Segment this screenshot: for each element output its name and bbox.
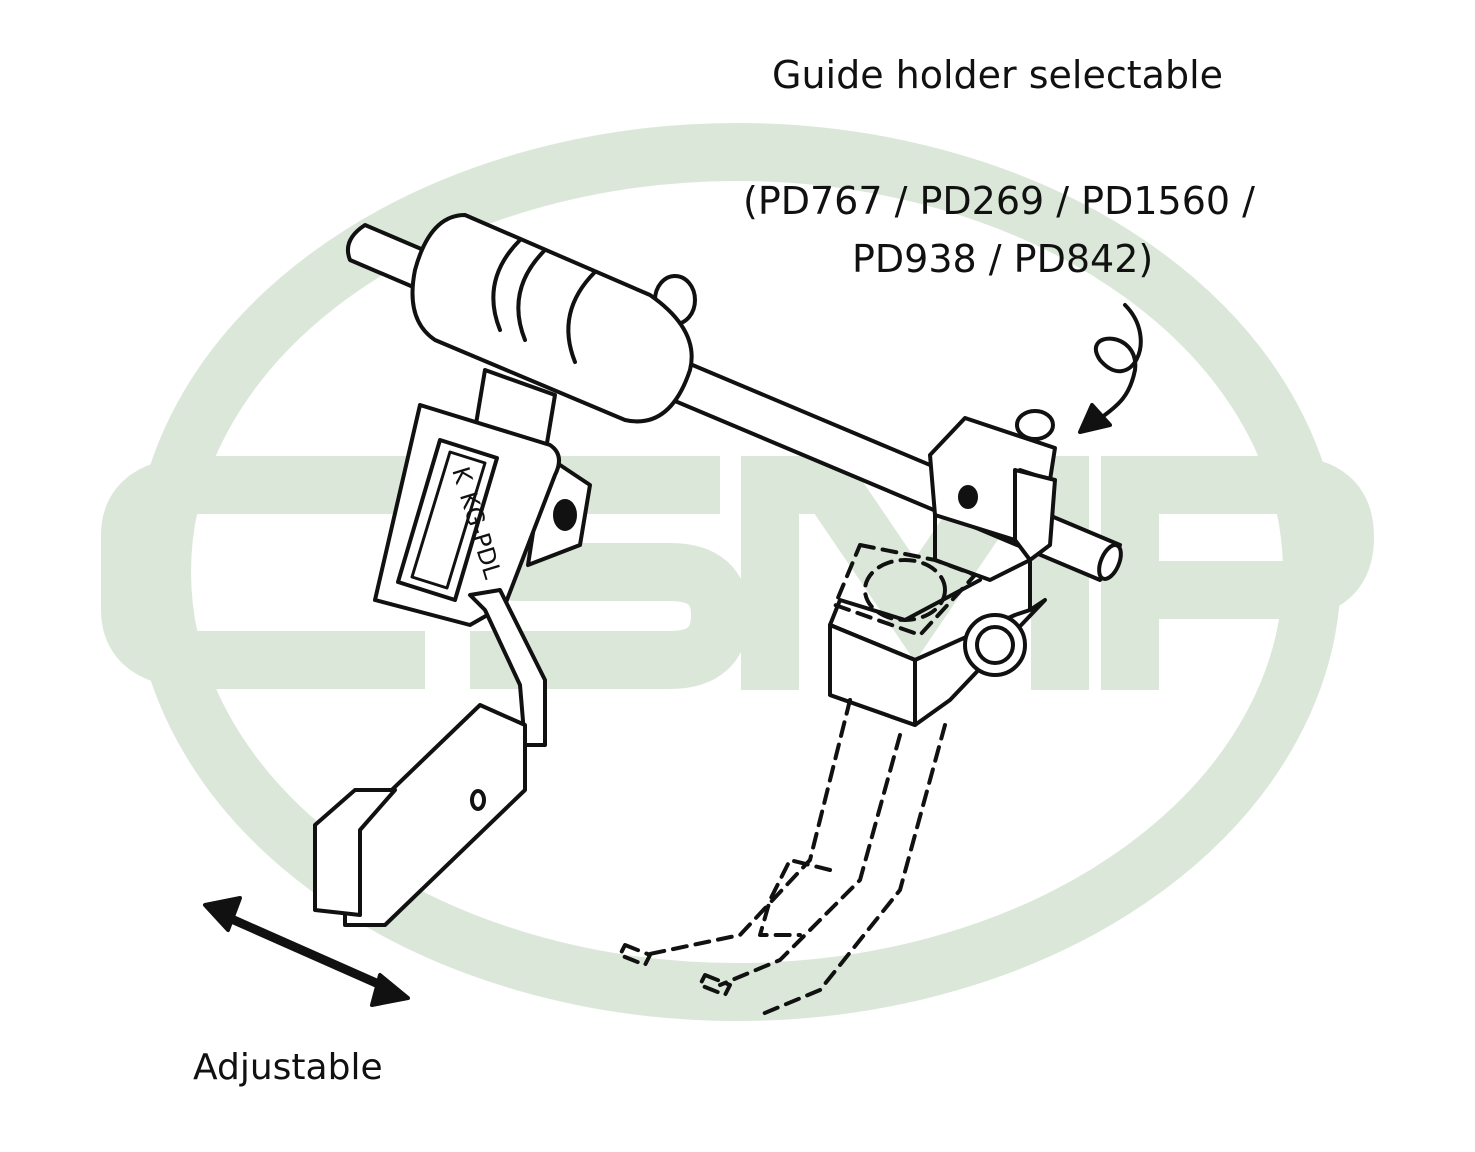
collar-groove-2 [516, 248, 547, 342]
dashed-inner [758, 858, 832, 937]
label-plate-inner [410, 450, 487, 590]
clamp-screw [958, 485, 978, 509]
shaft-end [1097, 543, 1123, 581]
dashed-guide-plate [833, 543, 977, 637]
watermark-letter-p [1101, 456, 1375, 690]
curved-arrow-head [1078, 403, 1112, 434]
guide-foot-front [313, 788, 397, 917]
dashed-guide-ring [863, 558, 947, 622]
dashed-leg-3 [758, 723, 947, 1017]
double-arrow-head-left [203, 896, 242, 932]
collar-groove-3 [566, 270, 597, 364]
hex-nut-inner [975, 625, 1015, 665]
codes-line-2: PD938 / PD842) [852, 237, 1154, 281]
clamp-knob [1015, 409, 1055, 441]
adjustable-label: Adjustable [193, 1047, 383, 1088]
double-arrow-line [213, 908, 397, 995]
collar-groove-1 [491, 238, 522, 332]
ear-hole [553, 499, 577, 531]
right-clamp-side [1013, 468, 1057, 562]
watermark-logo [101, 123, 1375, 1021]
dashed-leg-1 [643, 698, 852, 957]
codes-line-1: (PD767 / PD269 / PD1560 / [743, 179, 1255, 223]
guide-holder-drawing: K KG-PDL [203, 213, 1143, 1017]
double-arrow-head-right [370, 973, 410, 1007]
collar-cylinder [410, 213, 694, 424]
title-label: Guide holder selectable [772, 53, 1224, 97]
dashed-tip-2 [698, 973, 732, 997]
dashed-leg-2 [718, 733, 902, 987]
curved-arrow-path [1093, 303, 1143, 424]
label-plate [396, 438, 499, 602]
double-arrow-icon [203, 896, 410, 1007]
foot-hole [470, 789, 486, 811]
bent-arm [468, 588, 547, 747]
watermark-letter-m [741, 456, 1089, 690]
dashed-tip-1 [618, 943, 652, 967]
curved-arrow-icon [1078, 303, 1143, 434]
watermark-letter-c [101, 456, 425, 689]
dashed-guide [618, 543, 977, 1017]
